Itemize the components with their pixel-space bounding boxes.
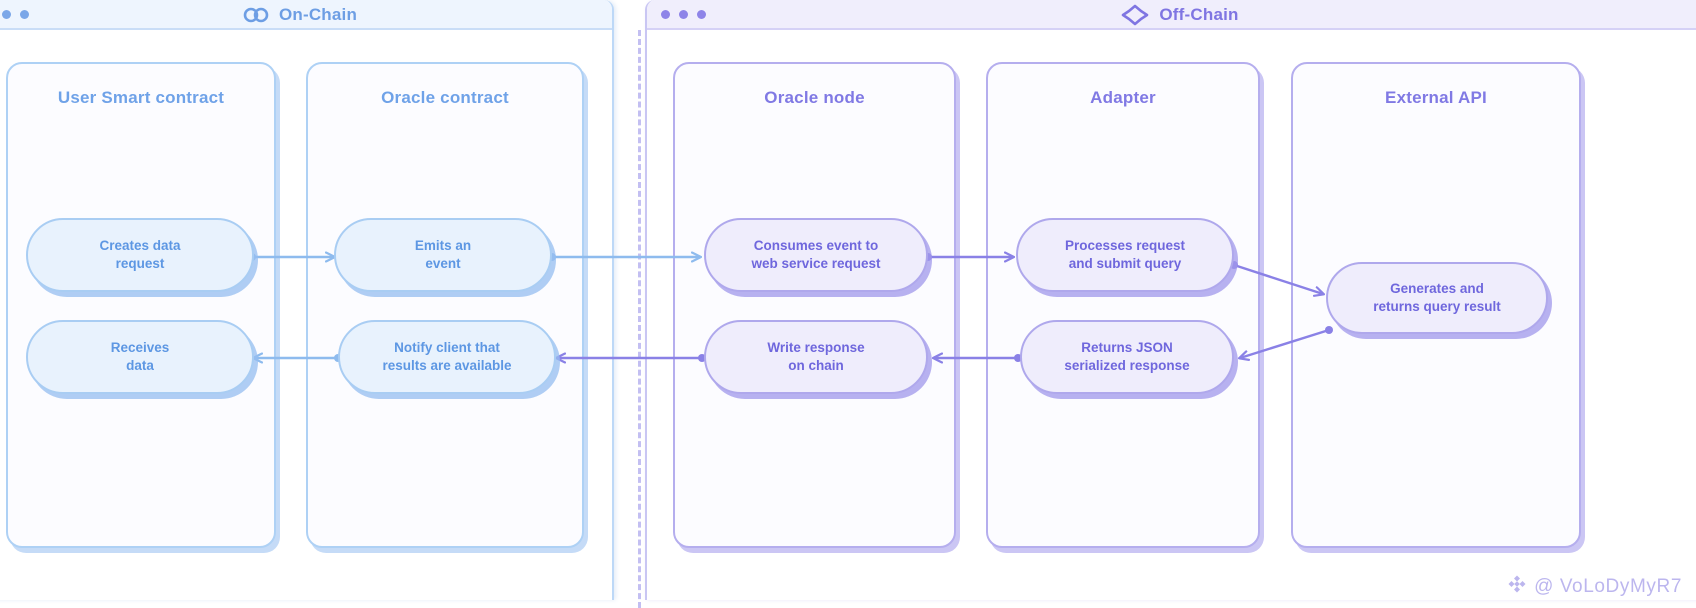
watermark: @ VoLoDyMyR7 (1507, 574, 1682, 600)
lane-user-smart-contract[interactable]: User Smart contract (6, 62, 276, 548)
chain-boundary-divider (638, 30, 641, 608)
watermark-handle: @ VoLoDyMyR7 (1534, 576, 1682, 597)
window-dot[interactable] (20, 9, 29, 19)
lane-title: External API (1385, 88, 1487, 107)
diamond-logo-icon (1507, 574, 1527, 600)
lane-title: Oracle contract (381, 88, 509, 107)
lane-title: User Smart contract (57, 88, 225, 107)
titlebar-on-chain (0, 0, 612, 30)
titlebar-off-chain (647, 0, 1696, 30)
window-dot[interactable] (697, 9, 706, 19)
lane-oracle-contract[interactable]: Oracle contract (306, 62, 584, 548)
lane-adapter[interactable]: Adapter (986, 62, 1260, 548)
lane-title: Adapter (1090, 88, 1156, 107)
window-dot[interactable] (2, 9, 11, 19)
window-dot[interactable] (679, 9, 688, 19)
window-dots-off-chain (661, 9, 706, 19)
lane-oracle-node[interactable]: Oracle node (673, 62, 956, 548)
window-dot[interactable] (661, 9, 670, 19)
window-dots-on-chain (2, 9, 29, 19)
lane-title: Oracle node (764, 88, 865, 107)
